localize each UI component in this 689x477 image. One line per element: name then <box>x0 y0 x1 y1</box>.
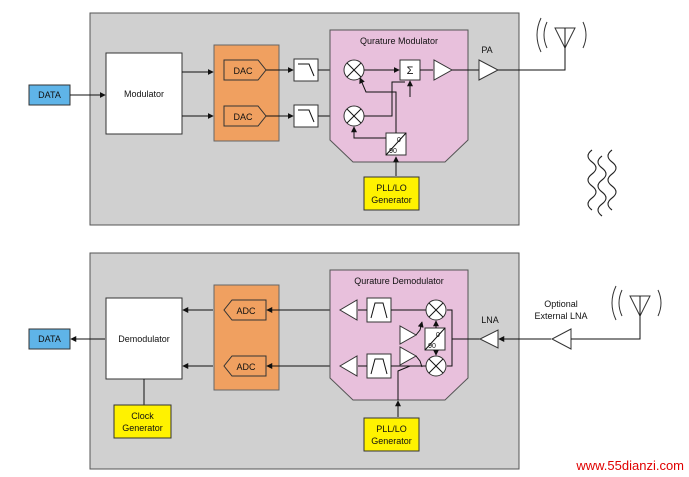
quadrature-modulator-title: Qurature Modulator <box>360 36 438 46</box>
tx-pll-line2: Generator <box>371 195 412 205</box>
lna-amplifier <box>478 329 499 349</box>
adc-top-block <box>223 299 267 321</box>
dac-top-label: DAC <box>233 66 253 76</box>
dac-bottom-block <box>223 105 267 127</box>
tx-driver-amp <box>433 59 454 81</box>
modulator-label: Modulator <box>124 89 164 99</box>
adc-top-label: ADC <box>236 306 256 316</box>
tx-pll-generator <box>363 176 420 211</box>
rx-pll-line1: PLL/LO <box>376 424 407 434</box>
rx-mixer-bottom <box>425 355 447 377</box>
optional-lna-line1: Optional <box>544 299 578 309</box>
rx-lo-amp-bottom <box>399 346 418 366</box>
demodulator-label: Demodulator <box>118 334 170 344</box>
rx-pll-generator <box>363 417 420 452</box>
optional-lna-line2: External LNA <box>534 311 587 321</box>
external-lna-amplifier <box>550 328 572 350</box>
tx-filter-bottom <box>293 104 319 128</box>
tx-mixer-bottom <box>343 105 365 127</box>
summer-symbol: Σ <box>407 65 414 77</box>
rx-phase-90: 90 <box>428 343 436 350</box>
clock-line1: Clock <box>131 411 154 421</box>
tx-phase-0: 0 <box>397 137 401 144</box>
dac-top-block <box>223 59 267 81</box>
rx-amp-top <box>339 299 358 321</box>
rx-antenna-icon <box>611 285 662 321</box>
quadrature-demodulator <box>329 269 469 401</box>
watermark-text: www.55dianzi.com <box>575 458 684 473</box>
tx-mixer-top <box>343 59 365 81</box>
rx-data-label: DATA <box>38 334 61 344</box>
rx-phase-0: 0 <box>436 332 440 339</box>
rx-pll-line2: Generator <box>371 436 412 446</box>
pa-label: PA <box>481 45 492 55</box>
pa-amplifier <box>478 59 500 81</box>
lna-label: LNA <box>481 315 499 325</box>
rx-filter-bottom <box>366 353 392 379</box>
dac-bottom-label: DAC <box>233 112 253 122</box>
rx-filter-top <box>366 297 392 323</box>
tx-data-label: DATA <box>38 90 61 100</box>
radio-waves-icon <box>587 149 617 217</box>
clock-generator <box>113 404 172 439</box>
tx-antenna-icon <box>536 17 587 53</box>
rx-data-box <box>28 328 71 350</box>
modulator-block <box>105 52 183 135</box>
demodulator-block <box>105 297 183 380</box>
tx-filter-top <box>293 58 319 82</box>
rx-lo-amp-top <box>399 325 418 345</box>
adc-bottom-label: ADC <box>236 362 256 372</box>
rx-amp-bottom <box>339 355 358 377</box>
tx-pll-line1: PLL/LO <box>376 183 407 193</box>
tx-phase-90: 90 <box>389 148 397 155</box>
quadrature-demodulator-title: Qurature Demodulator <box>354 276 444 286</box>
adc-bottom-block <box>223 355 267 377</box>
dac-group <box>213 44 280 142</box>
rx-mixer-top <box>425 299 447 321</box>
clock-line2: Generator <box>122 423 163 433</box>
